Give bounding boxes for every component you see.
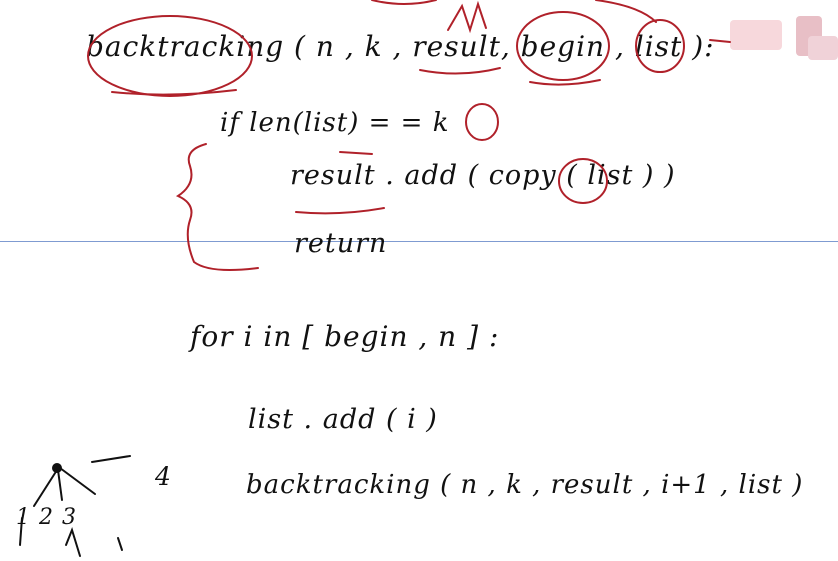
circle-list: [635, 19, 685, 73]
tree-label-four: 4: [155, 462, 172, 491]
ruled-guide-line: [0, 241, 838, 242]
red-annotations: [87, 0, 731, 271]
tree-sketch: [19, 455, 131, 557]
list-add-call: list . add ( i ): [248, 404, 438, 435]
underline-result-add: [295, 207, 385, 215]
top-arc: [595, 0, 657, 23]
tree-branch: [19, 517, 23, 546]
tree-branch: [91, 455, 131, 463]
circle-begin: [516, 11, 610, 81]
arrow-stroke: [709, 39, 731, 43]
blurred-region: [730, 20, 782, 50]
recursive-call: backtracking ( n , k , result , i+1 , li…: [246, 470, 804, 500]
tree-branch: [65, 526, 81, 557]
underline-begin: [529, 79, 601, 86]
tree-child-labels: 1 2 3: [16, 505, 77, 530]
underline-len-list: [339, 151, 373, 155]
for-loop-header: for i in [ begin , n ] :: [190, 320, 500, 353]
tree-branch: [33, 469, 58, 507]
circle-k: [465, 103, 499, 141]
if-block-brace: [175, 143, 259, 271]
tree-branch: [117, 537, 123, 551]
underline-result: [419, 67, 501, 75]
scribble-mark: [447, 0, 487, 34]
tree-branch: [57, 469, 63, 501]
result-add-copy: result . add ( copy ( list ) ): [290, 160, 676, 191]
base-case-condition: if len(list) = = k: [220, 108, 450, 138]
blurred-region: [808, 36, 838, 60]
tree-branch: [59, 467, 96, 495]
return-statement: return: [294, 228, 388, 259]
circle-copy-list: [558, 158, 608, 204]
top-arc: [371, 0, 437, 5]
underline-backtracking: [111, 89, 237, 96]
circle-backtracking: [87, 15, 253, 97]
